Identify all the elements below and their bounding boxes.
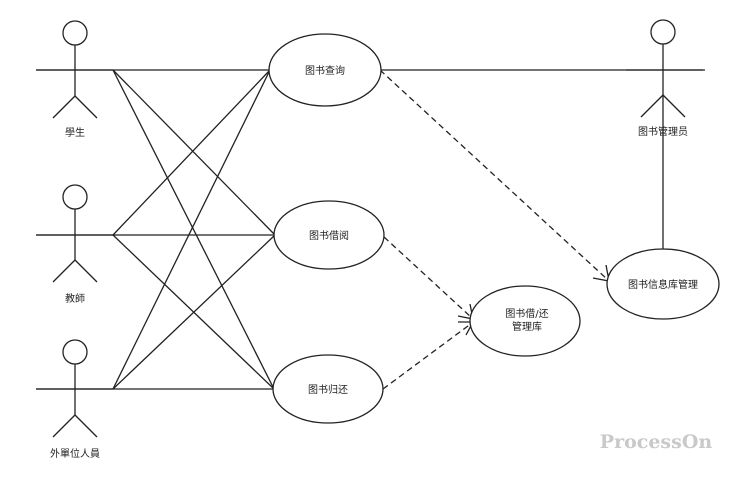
dashed-query-infodb <box>379 69 609 281</box>
actor-head <box>62 184 88 210</box>
use-case-label-query: 图书查询 <box>305 64 345 77</box>
use-case-borrow[interactable]: 图书借阅 <box>273 200 385 270</box>
actor-student[interactable] <box>36 20 113 119</box>
use-case-info-db[interactable]: 图书信息库管理 <box>606 248 720 320</box>
actor-external[interactable] <box>36 339 113 438</box>
dashed-return-loandb <box>382 322 473 390</box>
actor-left-leg <box>640 94 664 118</box>
use-case-label-return: 图书归还 <box>308 383 348 396</box>
use-case-loan-db[interactable]: 图书借/还 管理库 <box>469 285 581 357</box>
use-case-label-info-db: 图书信息库管理 <box>628 278 698 291</box>
use-case-return[interactable]: 图书归还 <box>272 354 384 424</box>
actor-head <box>62 339 88 365</box>
line-student-return <box>112 69 275 390</box>
use-case-label-loan-db-line1: 图书借/还 <box>505 308 548 320</box>
actor-label-librarian: 图书管理员 <box>638 125 688 138</box>
actor-right-leg <box>74 259 98 283</box>
line-external-borrow <box>112 234 276 390</box>
actor-teacher[interactable] <box>36 184 113 283</box>
actor-right-leg <box>74 95 98 119</box>
actor-left-leg <box>52 414 76 438</box>
use-case-label-loan-db-line2: 管理库 <box>512 320 542 333</box>
actor-label-external: 外單位人員 <box>50 447 100 460</box>
actor-librarian[interactable] <box>626 19 703 118</box>
line-student-borrow <box>112 69 276 236</box>
use-case-ellipse <box>272 354 384 424</box>
actor-right-leg <box>662 94 686 118</box>
actor-head <box>62 20 88 46</box>
watermark-logo: ProcessOn <box>600 431 713 453</box>
actor-label-student: 學生 <box>65 126 85 139</box>
use-case-ellipse <box>273 200 385 270</box>
use-case-ellipse <box>268 33 382 107</box>
use-case-ellipse <box>469 285 581 357</box>
actor-right-leg <box>74 414 98 438</box>
dashed-borrow-loandb <box>383 236 473 319</box>
use-case-ellipse <box>606 248 720 320</box>
actor-label-teacher: 教師 <box>65 292 85 305</box>
actor-left-leg <box>52 95 76 119</box>
use-case-label-borrow: 图书借阅 <box>309 229 349 242</box>
actor-head <box>650 19 676 45</box>
line-teacher-query <box>112 69 271 236</box>
line-external-query <box>112 69 271 390</box>
use-case-query[interactable]: 图书查询 <box>268 33 382 107</box>
actor-left-leg <box>52 259 76 283</box>
